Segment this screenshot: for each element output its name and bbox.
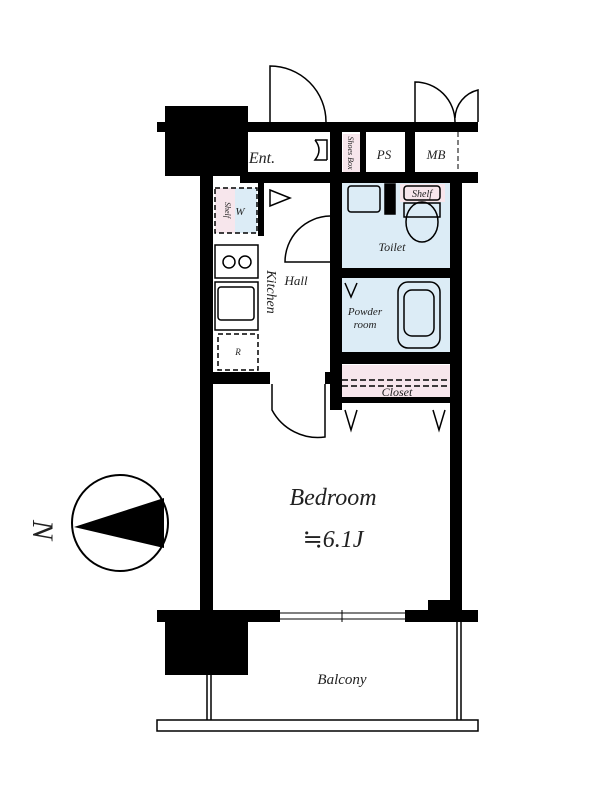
label-ps: PS <box>376 147 392 162</box>
toilet-shelf <box>403 185 441 201</box>
walls <box>157 106 478 675</box>
doors <box>269 65 479 439</box>
north-label: N <box>26 519 59 542</box>
label-mb: MB <box>426 147 446 162</box>
label-toilet-shelf: Shelf <box>412 189 433 200</box>
bathtub <box>397 281 441 349</box>
label-powder-room-1: Powder <box>347 306 383 318</box>
stove <box>214 244 259 279</box>
toilet-shelf-fill <box>400 184 445 202</box>
shoes-box-fill <box>343 134 360 172</box>
label-kitchen: Kitchen <box>263 269 278 314</box>
compass-needle-icon <box>74 498 164 548</box>
closet-fill <box>342 365 450 397</box>
balcony-window <box>280 610 405 622</box>
label-powder-room-2: room <box>354 319 377 331</box>
washer-shelf-fill <box>215 188 235 233</box>
label-toilet: Toilet <box>379 240 407 254</box>
label-closet: Closet <box>382 385 413 399</box>
refrigerator-space <box>217 333 259 371</box>
label-shoes-box: Shoes Box <box>346 136 355 170</box>
label-washer-shelf: Shelf <box>223 202 232 220</box>
label-balcony: Balcony <box>317 672 366 688</box>
toilet-bowl <box>405 201 439 243</box>
label-refrigerator: R <box>234 347 241 357</box>
washer-space <box>214 187 258 234</box>
fixtures <box>214 183 450 387</box>
sink <box>217 286 255 321</box>
balcony <box>156 622 479 732</box>
compass: N <box>26 474 169 572</box>
label-bedroom: Bedroom <box>289 485 376 511</box>
label-washer: W <box>235 206 245 218</box>
label-hall: Hall <box>283 273 308 288</box>
label-entrance: Ent. <box>248 150 275 167</box>
toilet-sink <box>347 185 381 213</box>
washer-fill <box>235 188 257 233</box>
powder-room-fill <box>342 278 450 352</box>
label-bedroom-size: ≒6.1J <box>303 527 365 553</box>
